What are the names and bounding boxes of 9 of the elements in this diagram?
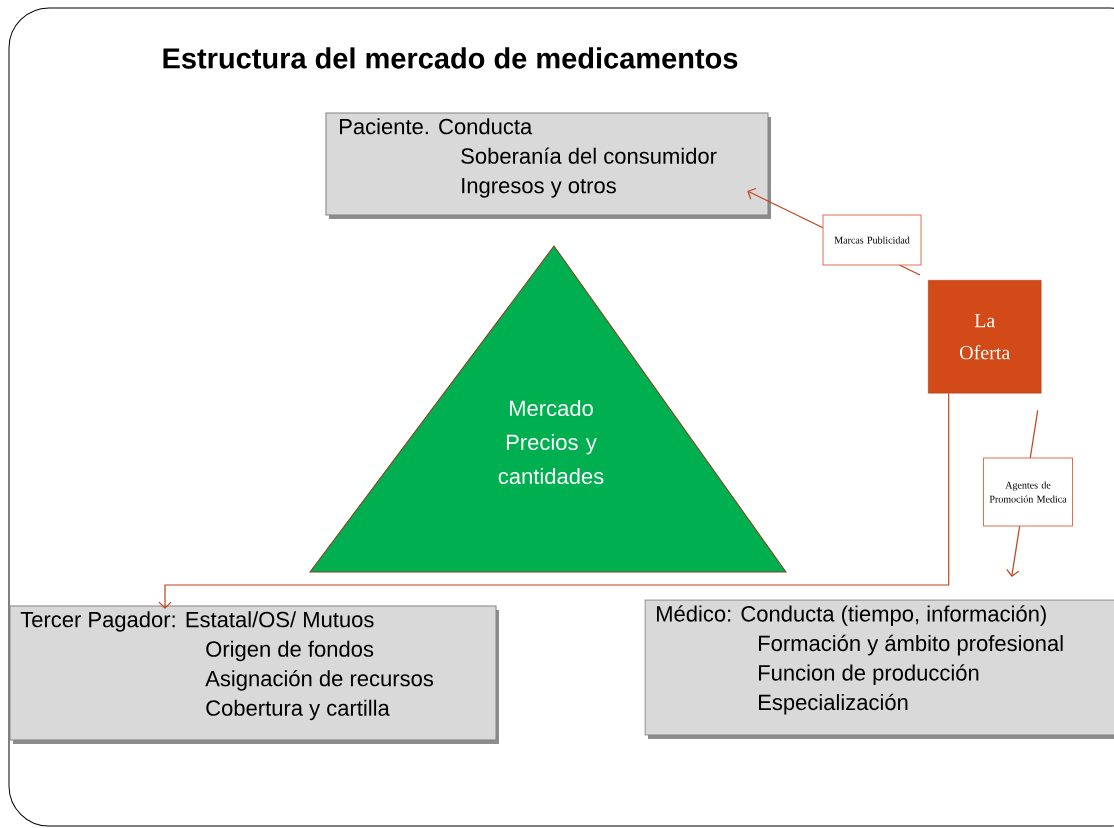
edge-label: Marcas Publicidad (822, 214, 922, 266)
title: Estructura del mercado de medicamentos (163, 47, 738, 69)
arrow (158, 392, 950, 609)
edge-label: Agentes de Promoción Medica (983, 457, 1073, 527)
triangle: Mercado Precios y cantidades (309, 245, 787, 573)
text-box: Médico: Conducta (tiempo, información) Formación y ámbito profesional Funcion de producción Especialización (644, 599, 1114, 739)
text-box: Paciente. Conducta Soberanía del consumidor Ingresos y otros (325, 112, 771, 219)
offer-box: La Oferta (928, 280, 1042, 394)
text-box: Tercer Pagador: Estatal/OS/ Mutuos Origen de fondos Asignación de recursos Cobertura y cartilla (9, 605, 499, 744)
